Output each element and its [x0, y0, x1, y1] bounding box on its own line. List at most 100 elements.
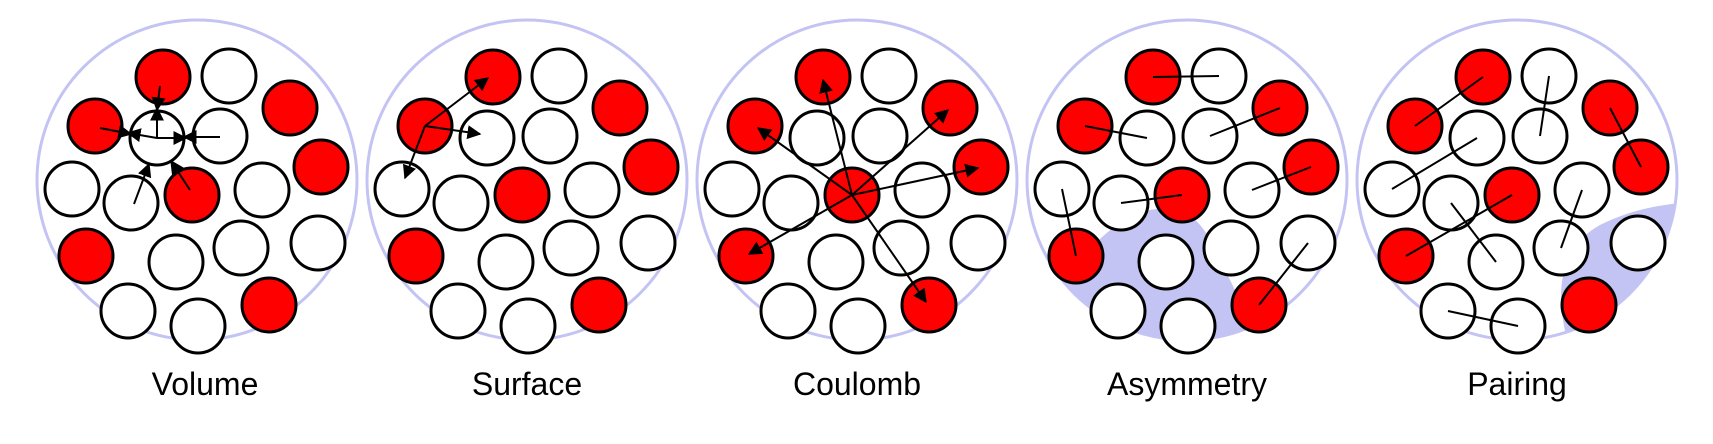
proton — [493, 166, 551, 224]
neutron — [1202, 219, 1260, 277]
pair-line — [1609, 107, 1642, 168]
pair-line — [1061, 188, 1077, 257]
pair-line — [1251, 166, 1312, 191]
proton — [921, 79, 979, 137]
panel-label-pairing: Pairing — [1467, 366, 1567, 402]
pair-line — [1084, 125, 1148, 139]
pair-line — [1152, 75, 1220, 78]
neutron — [458, 109, 516, 167]
proton — [1047, 227, 1105, 285]
proton — [57, 227, 115, 285]
panel-pairing: Pairing — [1355, 18, 1679, 402]
panel-label-surface: Surface — [472, 366, 582, 402]
neutron — [499, 297, 557, 355]
neutron — [872, 219, 930, 277]
neutron — [829, 297, 887, 355]
neutron — [169, 297, 227, 355]
pair-line — [1405, 194, 1513, 257]
neutron — [542, 219, 600, 277]
proton — [717, 227, 775, 285]
proton — [240, 276, 298, 334]
neutron — [619, 214, 677, 272]
proton — [134, 48, 192, 106]
volume-nearest-neighbour-arrows — [99, 85, 220, 205]
panel-coulomb: Coulomb — [695, 18, 1019, 402]
neutron — [233, 161, 291, 219]
panel-label-volume: Volume — [152, 366, 259, 402]
proton — [794, 48, 852, 106]
surface-fewer-neighbour-arrows — [402, 77, 490, 180]
neutron — [563, 161, 621, 219]
neutron — [289, 214, 347, 272]
arrow — [402, 125, 426, 180]
neutron — [102, 174, 160, 232]
panel-asymmetry: Asymmetry — [1025, 18, 1349, 402]
arrow — [851, 194, 927, 304]
neutron — [147, 233, 205, 291]
arrow — [151, 85, 166, 112]
neutron — [788, 109, 846, 167]
neutron — [807, 233, 865, 291]
neutron — [521, 107, 579, 165]
arrow — [133, 162, 152, 205]
proton — [387, 227, 445, 285]
neutron — [762, 174, 820, 232]
asymmetry-pair-lines — [1061, 75, 1312, 306]
neutron — [703, 160, 761, 218]
neutron — [949, 214, 1007, 272]
arrow — [99, 124, 133, 139]
proton — [622, 138, 680, 196]
pair-line — [1539, 75, 1550, 137]
arrow — [170, 159, 191, 191]
pair-line — [1450, 202, 1497, 263]
arrow — [126, 128, 158, 143]
pair-line — [1414, 76, 1484, 127]
pair-line — [1258, 242, 1309, 306]
arrow — [756, 127, 853, 196]
pairing-pair-lines — [1391, 75, 1642, 327]
neutron — [860, 47, 918, 105]
pair-line — [1560, 189, 1583, 249]
panel-volume: Volume — [35, 18, 359, 402]
pair-line — [1391, 137, 1478, 190]
proton — [952, 138, 1010, 196]
arrow — [851, 163, 980, 196]
neutron — [1137, 233, 1195, 291]
arrow — [851, 109, 950, 196]
proton — [261, 79, 319, 137]
proton — [66, 97, 124, 155]
neutron — [477, 233, 535, 291]
proton — [570, 276, 628, 334]
arrow — [747, 194, 853, 255]
panel-label-coulomb: Coulomb — [793, 366, 921, 402]
neutron — [893, 161, 951, 219]
neutron — [99, 282, 157, 340]
proton — [464, 48, 522, 106]
proton-unpaired — [1560, 276, 1618, 334]
neutron — [432, 174, 490, 232]
neutron — [759, 282, 817, 340]
proton — [292, 138, 350, 196]
neutron-unpaired — [1609, 214, 1667, 272]
arrow — [424, 77, 490, 127]
neutron — [851, 107, 909, 165]
arrow — [819, 78, 853, 196]
neutron — [530, 47, 588, 105]
proton — [163, 166, 221, 224]
pair-line — [1120, 194, 1183, 204]
panel-label-asymmetry: Asymmetry — [1107, 366, 1267, 402]
neutron — [212, 219, 270, 277]
neutron — [373, 160, 431, 218]
neutron — [200, 47, 258, 105]
coulomb-repulsion-arrows — [747, 78, 980, 304]
panel-surface: Surface — [365, 18, 689, 402]
proton — [900, 276, 958, 334]
neutron — [1159, 297, 1217, 355]
neutron — [43, 160, 101, 218]
neutron — [429, 282, 487, 340]
arrow — [424, 125, 482, 140]
pair-line — [1447, 310, 1519, 327]
pair-line — [1209, 107, 1281, 137]
proton — [591, 79, 649, 137]
